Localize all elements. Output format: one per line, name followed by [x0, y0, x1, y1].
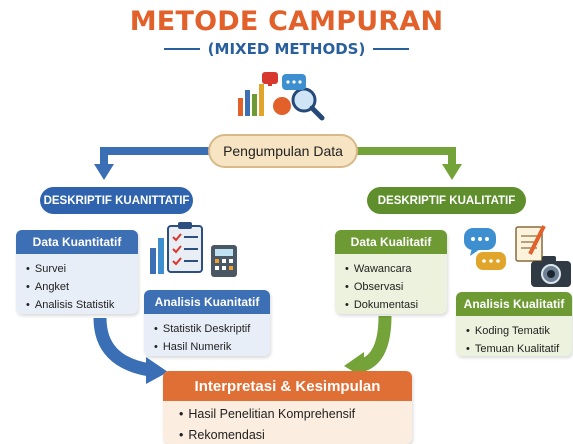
quantitative-analysis-card: Analisis Kuanitatif Statistik Deskriptif… [144, 290, 270, 356]
diagram-title: METODE CAMPURAN [129, 6, 444, 37]
qualitative-analysis-list: Koding Tematik Temuan Kualitatif [456, 322, 572, 356]
qualitative-data-card: Data Kualitatif Wawancara Observasi Doku… [335, 230, 447, 314]
right-merge-arrow-line [357, 315, 392, 373]
subtitle-rule-left [163, 48, 200, 50]
quantitative-data-card-title: Data Kuantitatif [16, 230, 138, 254]
qualitative-data-card-title: Data Kualitatif [335, 230, 447, 254]
camera-icon [531, 256, 571, 287]
center-pill-pengumpulan-data: Pengumpulan Data [208, 134, 358, 168]
interpretation-conclusion-title: Interpretasi & Kesimpulan [163, 371, 412, 401]
list-item: Dokumentasi [345, 296, 447, 314]
list-item: Observasi [345, 278, 447, 296]
list-item: Wawancara [345, 260, 447, 278]
quantitative-analysis-list: Statistik Deskriptif Hasil Numerik [144, 320, 270, 356]
list-item: Statistik Deskriptif [154, 320, 270, 338]
chat-bubbles-icon [464, 228, 506, 270]
qualitative-analysis-card-title: Analisis Kualitatif [456, 292, 572, 316]
left-branch-pill: DESKRIPTIF KUANITTATIF [40, 187, 193, 214]
clipboard-checklist-icon [150, 222, 203, 274]
calculator-icon [211, 245, 237, 277]
list-item: Rekomendasi [179, 425, 412, 444]
list-item: Hasil Penelitian Komprehensif [179, 404, 412, 425]
qualitative-analysis-card: Analisis Kualitatif Koding Tematik Temua… [456, 292, 572, 356]
qualitative-data-list: Wawancara Observasi Dokumentasi [335, 260, 447, 314]
list-item: Angket [26, 278, 138, 296]
list-item: Analisis Statistik [26, 296, 138, 314]
left-merge-arrowhead [146, 357, 168, 384]
right-branch-pill: DESKRIPTIF KUALITATIF [367, 187, 526, 214]
list-item: Hasil Numerik [154, 338, 270, 356]
quantitative-data-card: Data Kuantitatif Survei Angket Analisis … [16, 230, 138, 314]
quantitative-data-list: Survei Angket Analisis Statistik [16, 260, 138, 314]
subtitle-rule-right [373, 48, 410, 50]
list-item: Koding Tematik [466, 322, 572, 340]
left-branch-arrow-line [100, 147, 210, 166]
right-branch-arrow-line [356, 147, 456, 166]
notebook-pencil-icon [515, 225, 546, 262]
right-branch-arrowhead [442, 164, 462, 180]
interpretation-conclusion-list: Hasil Penelitian Komprehensif Rekomendas… [163, 404, 412, 444]
list-item: Survei [26, 260, 138, 278]
diagram-subtitle: (MIXED METHODS) [207, 40, 366, 58]
left-merge-arrow-line [93, 317, 152, 377]
chart-analysis-icon [238, 72, 325, 121]
list-item: Temuan Kualitatif [466, 340, 572, 356]
left-branch-arrowhead [94, 164, 114, 180]
interpretation-conclusion-card: Interpretasi & Kesimpulan Hasil Peneliti… [163, 371, 412, 444]
quantitative-analysis-card-title: Analisis Kuanitatif [144, 290, 270, 314]
subtitle-row: (MIXED METHODS) [0, 40, 573, 58]
